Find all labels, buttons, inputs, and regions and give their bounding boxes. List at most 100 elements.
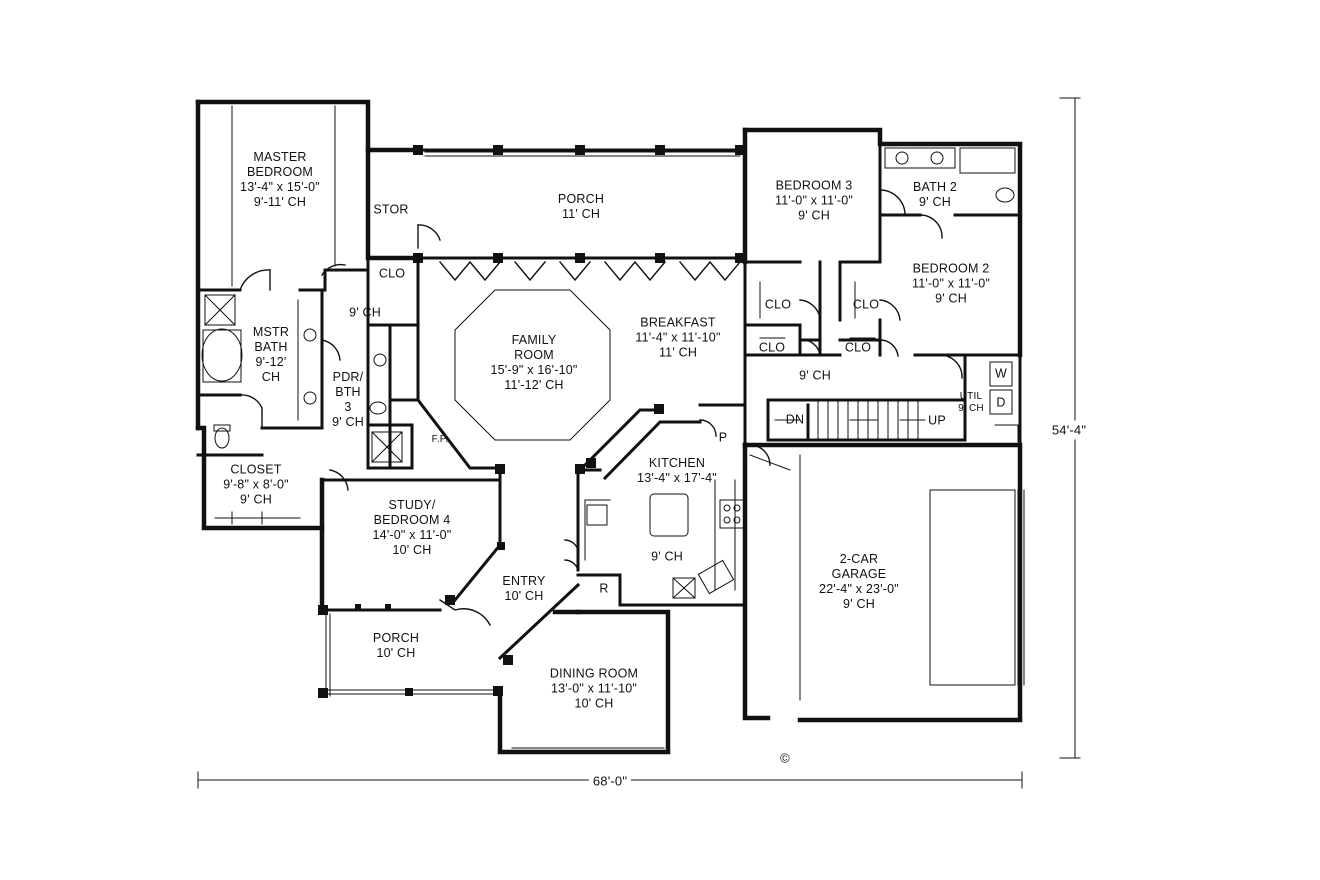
room-name: MASTER — [253, 150, 307, 164]
room-size: 13'-4" x 15'-0" — [240, 180, 320, 194]
stair-direction: DN — [785, 412, 805, 427]
room-name: BEDROOM 4 — [373, 513, 451, 527]
door-swings — [239, 189, 963, 626]
master-bedroom-label: MASTER BEDROOM 13'-4" x 15'-0" 9'-11' CH — [240, 150, 320, 210]
fireplace-label: F.P. — [432, 434, 449, 446]
ceiling-height: 9' CH — [349, 305, 381, 320]
garage-label: 2-CAR GARAGE 22'-4" x 23'-0" 9' CH — [819, 552, 899, 612]
ceiling-height: 9' CH — [843, 597, 875, 611]
ceiling-height: 9' CH — [651, 549, 683, 564]
room-name: BEDROOM 2 — [912, 261, 990, 276]
room-name: ENTRY — [502, 574, 546, 588]
room-size: 13'-4" x 17'-4" — [637, 471, 717, 485]
closet-label: CLOSET 9'-8" x 8'-0" 9' CH — [223, 463, 289, 508]
room-name: BATH 2 — [912, 180, 958, 194]
room-name: DINING ROOM — [549, 666, 639, 681]
powder-bath-label: PDR/ BTH 3 9' CH — [332, 370, 364, 430]
room-name: GARAGE — [831, 567, 887, 581]
bedroom-2-label: BEDROOM 2 11'-0" x 11'-0" 9' CH — [912, 262, 990, 307]
stair-up-label: UP — [928, 414, 946, 429]
ceiling-height: 9' CH — [958, 403, 984, 414]
rear-hall-ceiling-label: 9' CH — [799, 369, 831, 384]
overall-depth-label: 54'-4" — [1051, 420, 1087, 440]
ceiling-height: 9' CH — [332, 415, 364, 429]
dining-room-label: DINING ROOM 13'-0" x 11'-10" 10' CH — [550, 667, 638, 712]
ceiling-height: 10' CH — [504, 589, 544, 603]
room-size: 11'-0" x 11'-0" — [774, 193, 854, 208]
room-name: ROOM — [514, 348, 554, 362]
room-name: CLO — [852, 297, 880, 312]
hall-closet-label: CLO — [379, 267, 405, 282]
ceiling-height: 9' CH — [798, 208, 830, 223]
room-name: CLO — [378, 266, 406, 281]
washer-label: W — [995, 367, 1007, 382]
ceiling-height: 11' CH — [658, 345, 698, 360]
ceiling-height: 9'-12' — [255, 355, 287, 369]
stair-down-label: DN — [786, 413, 804, 428]
fixture-name: F.P. — [431, 434, 449, 445]
room-name: BTH — [335, 385, 361, 399]
stair-direction: UP — [928, 413, 946, 428]
study-label: STUDY/ BEDROOM 4 14'-0" x 11'-0" 10' CH — [373, 498, 452, 558]
room-name: STOR — [373, 202, 409, 217]
ceiling-height: 10' CH — [574, 696, 614, 711]
room-name: BREAKFAST — [640, 315, 716, 330]
refrigerator-label: R — [599, 582, 608, 597]
room-name: P — [718, 430, 728, 445]
rear-porch-label: PORCH 11' CH — [558, 192, 604, 222]
room-size: 11'-0" x 11'-0" — [911, 276, 991, 291]
room-size: 11'-4" x 11'-10" — [635, 330, 721, 345]
fixture-lines — [201, 105, 1025, 749]
ceiling-height: 9' CH — [935, 291, 967, 306]
room-name: BATH — [254, 340, 288, 354]
appliance-name: R — [599, 581, 609, 596]
ceiling-height: 10' CH — [376, 646, 416, 660]
utility-label: UTIL 9' CH — [958, 391, 984, 415]
breakfast-label: BREAKFAST 11'-4" x 11'-10" 11' CH — [635, 316, 720, 361]
bedroom-3-label: BEDROOM 3 11'-0" x 11'-0" 9' CH — [775, 179, 853, 224]
ceiling-height: 9'-11' CH — [253, 195, 307, 209]
closet-a-label: CLO — [759, 341, 785, 356]
ceiling-height: CH — [261, 370, 281, 384]
bedroom-3-closet-label: CLO — [765, 298, 791, 313]
room-size: 14'-0" x 11'-0" — [372, 528, 452, 542]
room-name: CLO — [758, 340, 786, 355]
ceiling-height: 11' CH — [561, 207, 601, 221]
ceiling-height: 9' CH — [240, 492, 272, 507]
entry-label: ENTRY 10' CH — [502, 574, 545, 604]
room-name: STUDY/ — [388, 498, 436, 512]
room-size: 15'-9" x 16'-10" — [490, 363, 578, 377]
room-size: 9'-8" x 8'-0" — [223, 477, 289, 492]
ceiling-height: 10' CH — [392, 543, 432, 557]
room-size: 13'-0" x 11'-10" — [550, 681, 638, 696]
room-name: UTIL — [959, 391, 983, 402]
hall-ceiling-label: 9' CH — [349, 306, 381, 321]
room-name: CLO — [844, 340, 872, 355]
room-name: PORCH — [557, 192, 605, 206]
room-name: FAMILY — [511, 333, 557, 347]
ceiling-height: 9' CH — [919, 195, 951, 209]
room-name: BEDROOM 3 — [775, 178, 853, 193]
appliance-name: D — [996, 395, 1006, 410]
closet-b-label: CLO — [845, 341, 871, 356]
stor-label: STOR — [373, 203, 408, 218]
room-name: 3 — [344, 400, 352, 414]
dryer-label: D — [996, 396, 1005, 411]
room-name: MSTR — [252, 325, 290, 339]
interior-walls — [196, 128, 1022, 661]
room-name: PDR/ — [332, 370, 364, 384]
ceiling-height: 9' CH — [799, 368, 831, 383]
room-name: CLO — [764, 297, 792, 312]
bedroom-2-closet-label: CLO — [853, 298, 879, 313]
room-name: 2-CAR — [839, 552, 879, 566]
master-bath-label: MSTR BATH 9'-12' CH — [253, 325, 289, 385]
posts — [318, 145, 745, 698]
kitchen-label: KITCHEN 13'-4" x 17'-4" — [637, 456, 717, 486]
family-room-label: FAMILY ROOM 15'-9" x 16'-10" 11'-12' CH — [490, 333, 577, 393]
appliance-name: W — [995, 366, 1007, 381]
front-porch-label: PORCH 10' CH — [373, 631, 419, 661]
pantry-label: P — [719, 431, 728, 446]
copyright-icon: © — [780, 750, 790, 766]
bath-2-label: BATH 2 9' CH — [913, 180, 957, 210]
